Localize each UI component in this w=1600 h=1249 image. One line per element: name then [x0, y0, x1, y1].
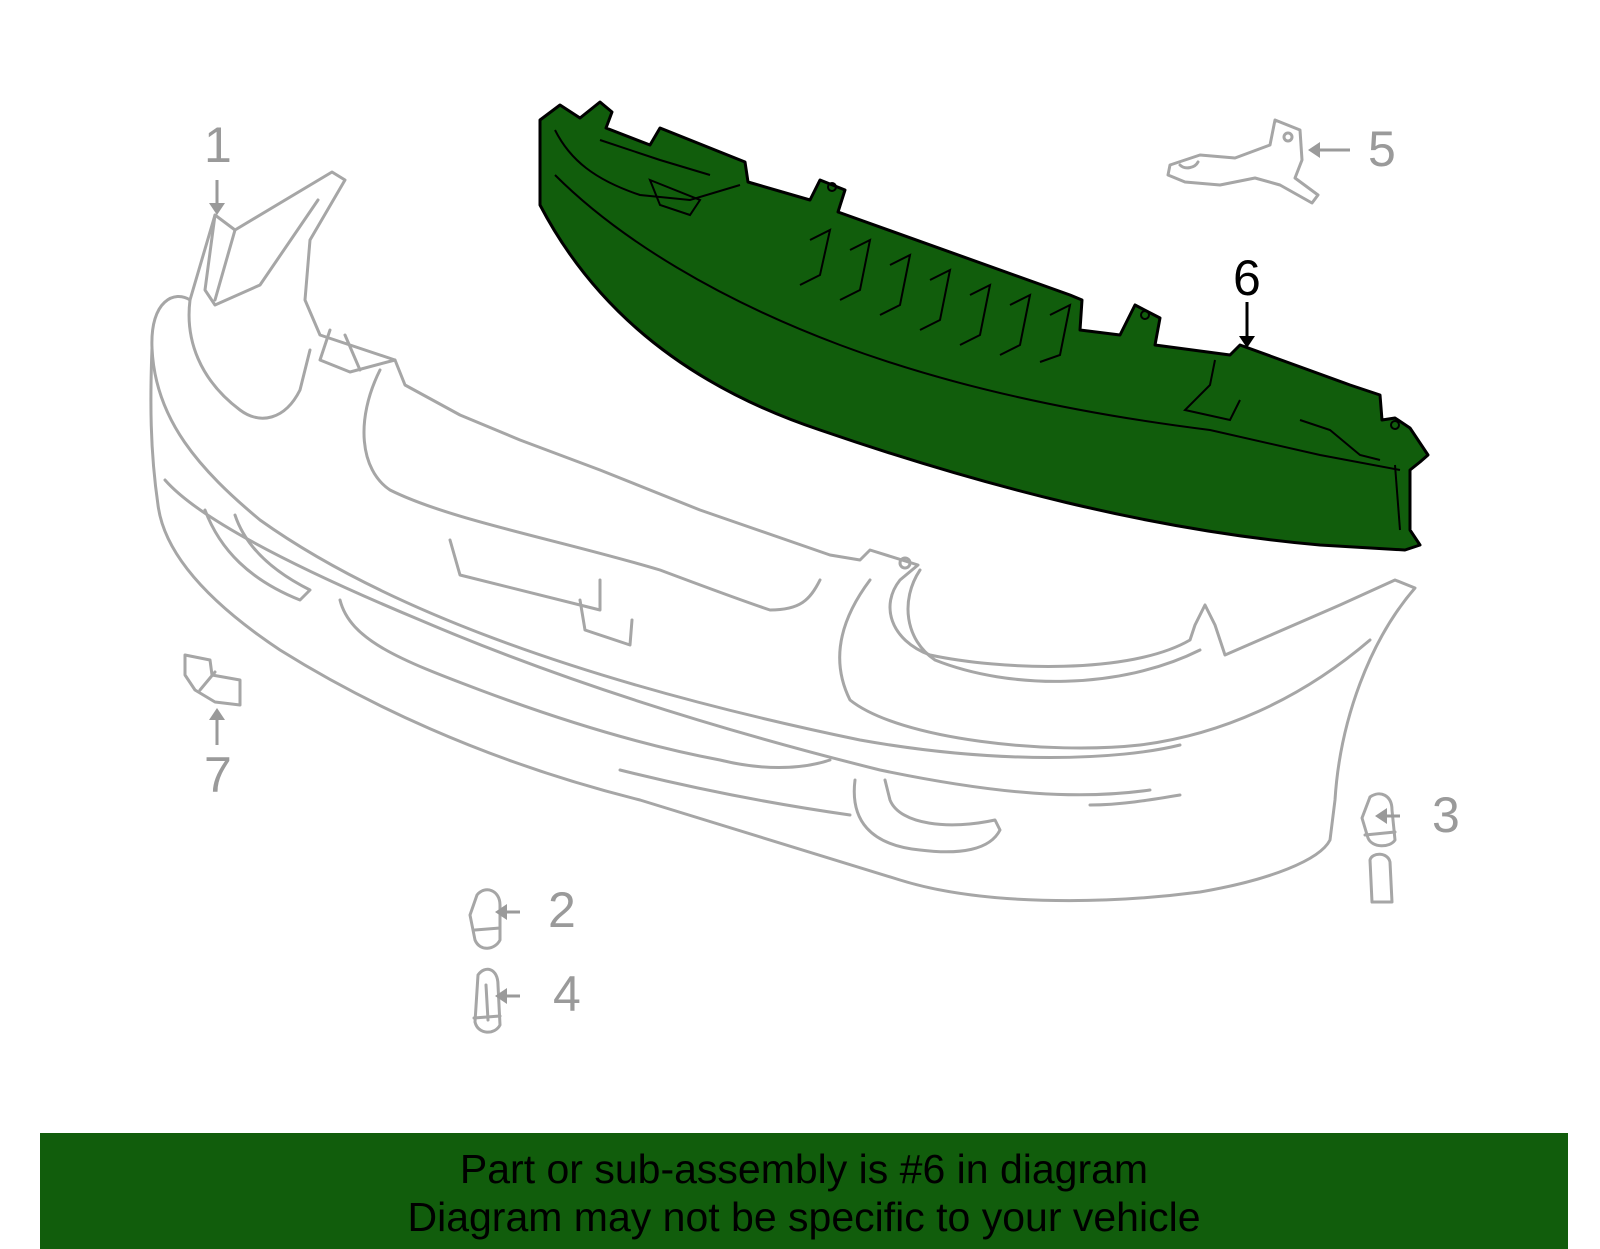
retainer [183, 653, 242, 707]
callout-4: 4 [553, 966, 581, 1022]
bumper-cover [149, 170, 1417, 903]
banner-line-2: Diagram may not be specific to your vehi… [407, 1194, 1201, 1240]
callout-7: 7 [204, 747, 232, 803]
callout-3: 3 [1432, 787, 1460, 843]
clip-3 [1360, 792, 1397, 904]
notice-banner: Part or sub-assembly is #6 in diagram Di… [40, 1133, 1568, 1249]
energy-absorber [538, 100, 1430, 552]
banner-line-1: Part or sub-assembly is #6 in diagram [459, 1146, 1149, 1192]
callout-6: 6 [1233, 250, 1261, 306]
clip-4 [472, 967, 502, 1034]
callout-5: 5 [1368, 121, 1396, 177]
callout-1: 1 [204, 117, 232, 173]
callouts: 1 2 3 4 5 6 7 [204, 117, 1460, 1022]
clip-2 [468, 888, 502, 950]
leader-lines [209, 142, 1400, 1004]
bracket [1166, 118, 1320, 205]
callout-2: 2 [548, 882, 576, 938]
